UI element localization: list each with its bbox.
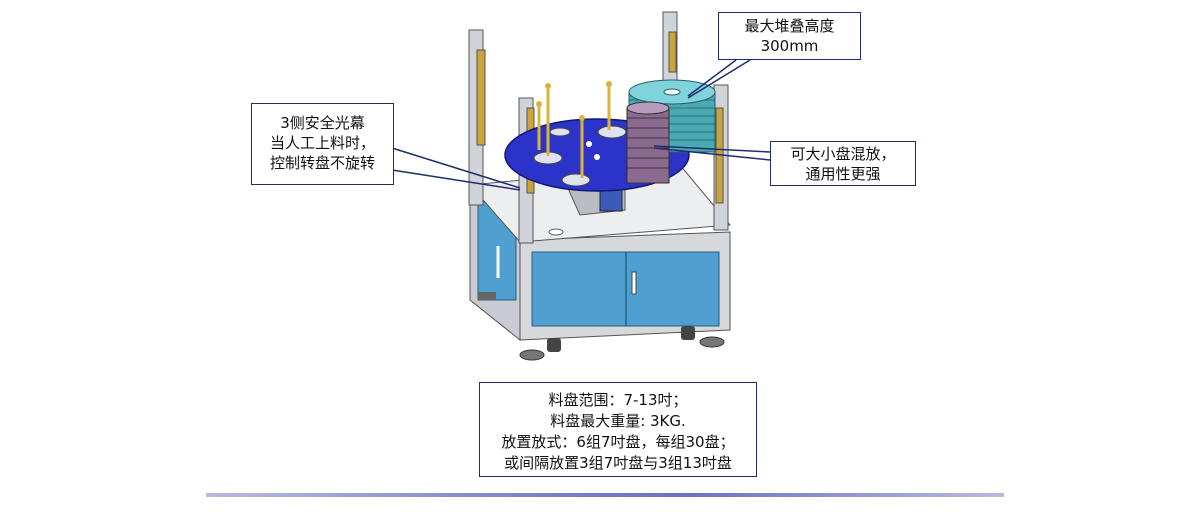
foot [699,336,725,348]
door-handle [631,271,637,295]
callout-line: 可大小盘混放， [790,145,896,163]
spec-line: 或间隔放置3组7吋盘与3组13吋盘 [504,454,732,472]
callout-line: 最大堆叠高度 [744,17,835,35]
callout-line: 300mm [760,37,819,55]
callout-line: 3侧安全光幕 [280,114,365,132]
caster [547,338,561,352]
foot [478,292,496,300]
callout-line: 控制转盘不旋转 [269,154,375,172]
tray-stack-small [626,101,670,184]
spec-line: 料盘范围：7-13吋； [548,391,688,409]
callout-line: 当人工上料时， [269,134,375,152]
callout-mixed-trays: 可大小盘混放， 通用性更强 [770,141,916,186]
callout-specifications: 料盘范围：7-13吋； 料盘最大重量: 3KG. 放置放式：6组7吋盘，每组30… [479,382,757,477]
guide-rods [537,84,611,178]
tray-seat [549,127,571,137]
foot [519,349,545,361]
tray-seat [597,125,627,139]
callout-stack-height: 最大堆叠高度 300mm [718,12,861,60]
tray-seat [561,173,591,187]
caster [681,326,695,340]
spec-line: 料盘最大重量: 3KG. [550,412,686,430]
leader-lines [391,59,771,191]
callout-line: 通用性更强 [805,165,881,183]
spec-line: 放置放式：6组7吋盘，每组30盘； [501,433,735,451]
callout-light-curtain: 3侧安全光幕 当人工上料时， 控制转盘不旋转 [251,103,394,185]
footer-gradient-bar [206,493,1004,497]
